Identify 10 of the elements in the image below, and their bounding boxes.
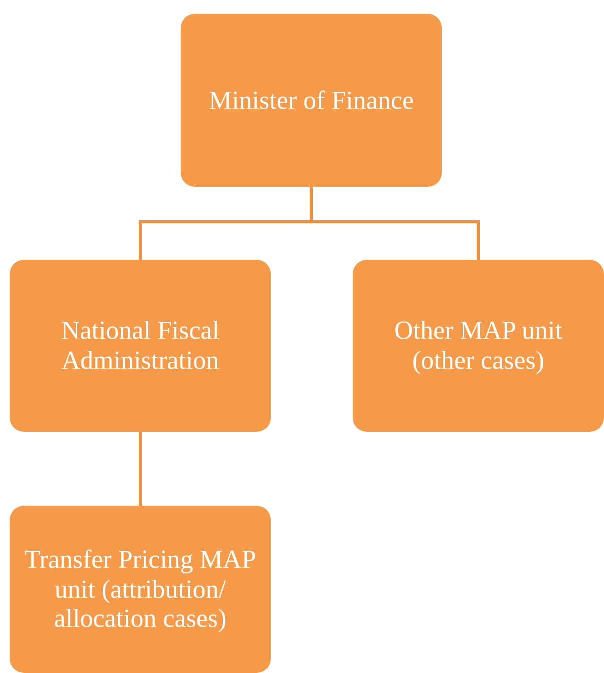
org-box (181, 14, 442, 187)
connector-line (310, 187, 480, 260)
org-box (353, 260, 604, 432)
unit-label: Minister of Finance (208, 86, 414, 116)
org-box (10, 260, 271, 432)
unit-label: Other MAP unit (other cases) (393, 316, 564, 376)
unit-label: National Fiscal Administration (60, 316, 221, 376)
org-box (10, 506, 271, 673)
unit-label: Transfer Pricing MAP unit (attribution/ allocation cases) (24, 544, 258, 634)
connector-line (139, 432, 142, 506)
